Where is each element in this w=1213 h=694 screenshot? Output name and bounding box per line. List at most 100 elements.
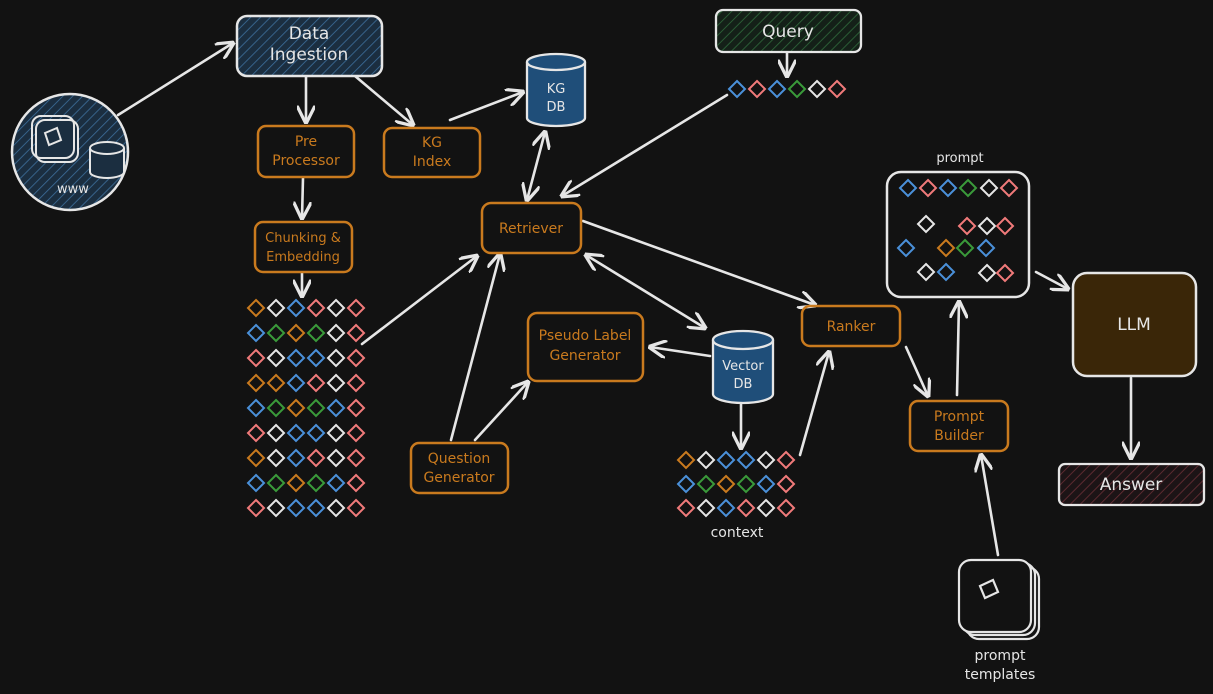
token-green — [306, 323, 326, 343]
token-pink — [306, 448, 326, 468]
token-pink — [918, 178, 938, 198]
token-green — [266, 323, 286, 343]
token-white — [266, 448, 286, 468]
token-white — [326, 498, 346, 518]
token-blue — [938, 178, 958, 198]
token-green — [787, 79, 807, 99]
ranker-node: Ranker — [800, 304, 902, 348]
query-node: Query — [714, 8, 863, 54]
prompt-caption: prompt — [936, 151, 983, 166]
token-blue — [676, 474, 696, 494]
token-orange — [936, 238, 956, 258]
token-blue — [306, 498, 326, 518]
token-blue — [286, 298, 306, 318]
token-blue — [246, 398, 266, 418]
token-blue — [306, 348, 326, 368]
token-white — [326, 298, 346, 318]
token-green — [266, 398, 286, 418]
ranker-label: Ranker — [827, 319, 876, 335]
token-pink — [346, 298, 366, 318]
token-white — [266, 498, 286, 518]
token-pink — [346, 348, 366, 368]
query-label: Query — [762, 22, 814, 42]
documents-icon — [31, 115, 79, 163]
token-pink — [346, 473, 366, 493]
token-orange — [266, 373, 286, 393]
token-blue — [246, 323, 266, 343]
token-white — [696, 498, 716, 518]
token-pink — [246, 348, 266, 368]
answer-label: Answer — [1100, 475, 1163, 495]
token-blue — [246, 473, 266, 493]
token-pink — [957, 216, 977, 236]
token-orange — [286, 323, 306, 343]
templates-icon — [957, 558, 1041, 641]
context-caption: context — [711, 525, 764, 541]
token-white — [756, 450, 776, 470]
token-green — [696, 474, 716, 494]
edges — [116, 43, 1131, 557]
token-pink — [346, 373, 366, 393]
token-blue — [286, 423, 306, 443]
token-blue — [936, 262, 956, 282]
token-orange — [286, 398, 306, 418]
token-orange — [676, 450, 696, 470]
token-orange — [716, 474, 736, 494]
token-blue — [326, 398, 346, 418]
edge-questiongen-to-pseudolabel — [473, 382, 528, 442]
context-token-grid — [676, 450, 796, 518]
token-blue — [286, 348, 306, 368]
token-orange — [286, 473, 306, 493]
token-pink — [246, 423, 266, 443]
token-pink — [827, 79, 847, 99]
token-pink — [776, 474, 796, 494]
edge-ranker-to-promptbuilder — [904, 345, 928, 396]
edge-templates-to-promptbuilder — [981, 455, 1000, 557]
token-white — [266, 298, 286, 318]
source-caption: www — [57, 182, 89, 197]
token-pink — [999, 178, 1019, 198]
token-white — [326, 323, 346, 343]
token-white — [326, 373, 346, 393]
token-pink — [747, 79, 767, 99]
token-white — [977, 216, 997, 236]
token-green — [266, 473, 286, 493]
prompt-node: prompt — [885, 151, 1031, 299]
token-blue — [736, 450, 756, 470]
answer-node: Answer — [1057, 462, 1206, 507]
token-blue — [898, 178, 918, 198]
edge-embeddings-to-retriever — [360, 256, 477, 346]
token-blue — [976, 238, 996, 258]
token-pink — [346, 448, 366, 468]
token-pink — [306, 298, 326, 318]
query-token-grid — [727, 79, 847, 99]
token-pink — [676, 498, 696, 518]
token-white — [807, 79, 827, 99]
llm-label: LLM — [1117, 315, 1151, 335]
token-white — [326, 423, 346, 443]
token-blue — [756, 474, 776, 494]
token-blue — [286, 373, 306, 393]
chunking-embedding-label: Chunking &Embedding — [265, 231, 341, 265]
embedding-token-grid — [246, 298, 366, 518]
edge-questiongen-to-retriever — [449, 254, 500, 442]
token-white — [977, 263, 997, 283]
data-sources: www — [10, 92, 130, 212]
token-pink — [736, 498, 756, 518]
token-orange — [246, 298, 266, 318]
token-pink — [346, 423, 366, 443]
token-blue — [727, 79, 747, 99]
token-white — [696, 450, 716, 470]
